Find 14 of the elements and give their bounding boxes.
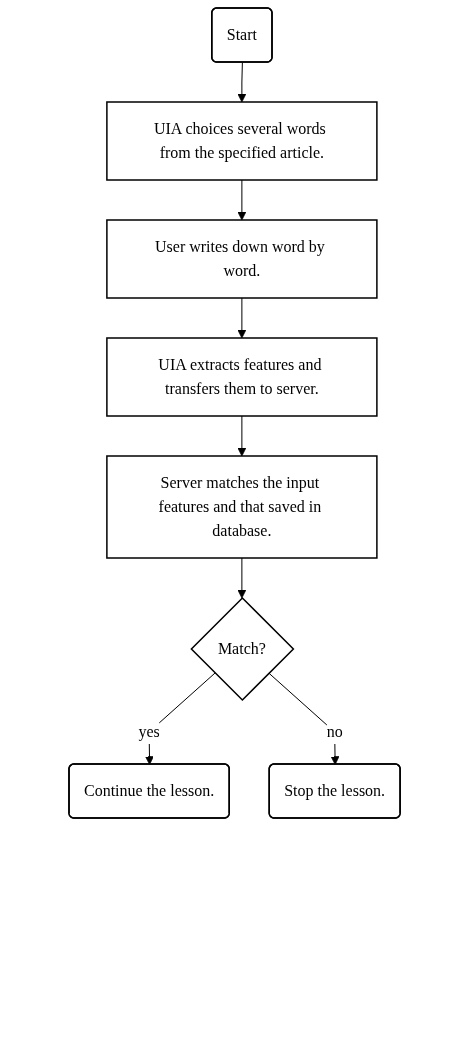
arrow xyxy=(237,415,247,457)
node-diamond: Match? xyxy=(190,596,295,702)
edge-label: no xyxy=(326,722,343,740)
arrow xyxy=(268,672,340,765)
node-box: User writes down word by word. xyxy=(106,219,378,299)
node-box: UIA choices several words from the specified article. xyxy=(106,101,378,181)
node-box: Server matches the input features and that saved in database. xyxy=(106,455,378,559)
arrow xyxy=(237,179,247,221)
node-box: UIA extracts features and transfers them to server. xyxy=(106,337,378,417)
edge-label: yes xyxy=(138,722,160,740)
arrow xyxy=(145,672,216,765)
arrow xyxy=(237,557,247,599)
arrow xyxy=(237,62,247,103)
arrow xyxy=(237,297,247,339)
